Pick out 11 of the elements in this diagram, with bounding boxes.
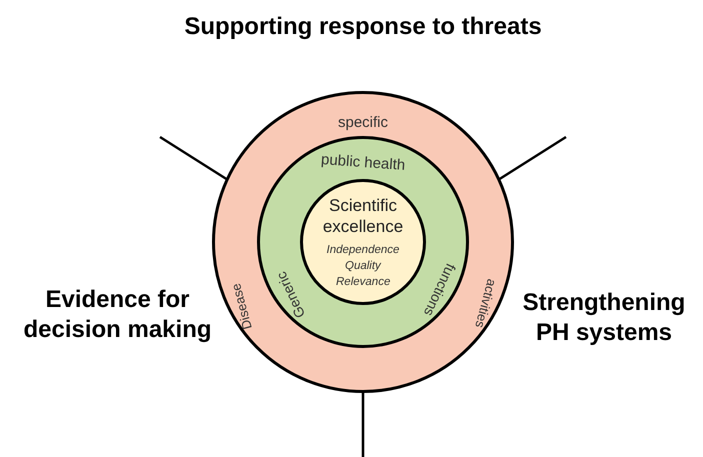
core-value: Independence	[326, 244, 400, 256]
core-value: Quality	[345, 260, 381, 272]
section-label: Strengthening PH systems	[522, 288, 686, 348]
ring-label: Disease	[228, 281, 254, 331]
core-value: Relevance	[336, 276, 390, 288]
core-title: Scientific excellence	[322, 195, 404, 237]
ring-label: activities	[472, 276, 500, 330]
heading: Supporting response to threats	[183, 12, 543, 42]
ring-label: specific	[338, 114, 388, 130]
ring-label: public health	[320, 150, 406, 174]
section-label: Evidence for decision making	[22, 285, 213, 345]
